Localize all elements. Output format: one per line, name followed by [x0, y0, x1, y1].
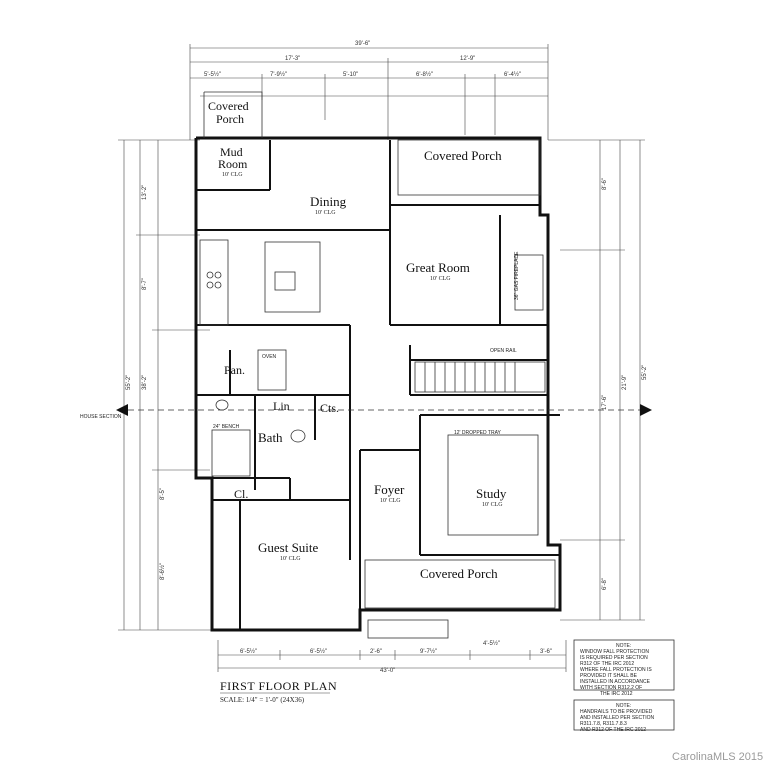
label-fireplace: 36" GAS FIREPLACE — [514, 251, 520, 300]
note1-line4: WHERE FALL PROTECTION IS — [580, 667, 652, 673]
dim-right-b: 17'-6" — [602, 395, 608, 410]
dim-top-left: 17'-3" — [285, 56, 300, 62]
room-great-room-ceiling: 10' CLG — [430, 276, 451, 282]
front-steps — [367, 619, 449, 639]
right-dimension-lines — [548, 139, 645, 621]
dim-left-a: 13'-2" — [142, 185, 148, 200]
study-tray-ceiling — [447, 434, 539, 536]
watermark: CarolinaMLS 2015 — [672, 751, 763, 763]
room-linen: Lin — [273, 399, 290, 413]
room-bath: Bath — [258, 430, 283, 445]
dim-bot2: 6'-5½" — [310, 648, 327, 655]
top-dimension-lines — [189, 44, 549, 140]
note1-title: NOTE: — [616, 643, 631, 649]
section-marker-right-icon — [640, 404, 652, 416]
note2-title: NOTE: — [616, 703, 631, 709]
note1-line6: INSTALLED IN ACCORDANCE — [580, 679, 651, 685]
dim-seg5: 6'-4½" — [504, 71, 521, 78]
note1-line1: WINDOW FALL PROTECTION — [580, 649, 649, 655]
note1-line5: PROVIDED IT SHALL BE — [580, 673, 638, 679]
plan-scale: SCALE: 1/4" = 1'-0" (24X36) — [220, 696, 305, 704]
dim-overall-top: 39'-6" — [355, 41, 370, 47]
dim-bot6: 4'-5½" — [483, 640, 500, 647]
dim-left-d: 8'-5" — [160, 488, 166, 500]
room-dining-ceiling: 10' CLG — [315, 210, 336, 216]
room-mud-1: Mud — [220, 145, 243, 159]
room-closet-top: Cts. — [320, 401, 339, 415]
label-open-rail: OPEN RAIL — [490, 348, 517, 354]
note-box-fall-protection: NOTE: WINDOW FALL PROTECTION IS REQUIRED… — [573, 639, 675, 691]
note1-line7: WITH SECTION R312.2 OF — [580, 685, 642, 691]
kitchen-fixtures — [199, 239, 321, 391]
dim-right-a: 8'-6" — [602, 178, 608, 190]
room-guest-suite-ceiling: 10' CLG — [280, 556, 301, 562]
dim-seg3: 5'-10" — [343, 72, 358, 78]
room-covered-porch-rear: Covered Porch — [424, 148, 502, 163]
rear-covered-porch-outline — [397, 139, 541, 196]
dim-bot1: 6'-5½" — [240, 648, 257, 655]
room-covered-porch-small-2: Porch — [216, 112, 244, 126]
plan-title: FIRST FLOOR PLAN — [220, 679, 337, 693]
dim-right-d: 6'-8" — [602, 578, 608, 590]
room-dining: Dining — [310, 194, 347, 209]
dim-seg4: 6'-8½" — [416, 71, 433, 78]
left-dimension-lines — [118, 139, 220, 631]
section-label: HOUSE SECTION — [80, 414, 122, 420]
room-mud-2: Room — [218, 157, 248, 171]
room-guest-suite: Guest Suite — [258, 540, 319, 555]
fireplace-box — [514, 254, 544, 311]
note-box-handrails: NOTE: HANDRAILS TO BE PROVIDED AND INSTA… — [573, 699, 675, 733]
dim-bot5: 3'-6" — [540, 649, 552, 655]
label-bench: 24" BENCH — [213, 424, 240, 430]
room-closet: Cl. — [234, 487, 248, 501]
note1-line8: THE IRC 2012 — [600, 691, 633, 697]
study-tray-label: 12' DROPPED TRAY — [454, 430, 502, 436]
note1-line2: IS REQUIRED PER SECTION — [580, 655, 648, 661]
interior-walls — [196, 140, 560, 630]
room-foyer: Foyer — [374, 482, 405, 497]
dim-seg2: 7'-9½" — [270, 71, 287, 78]
dim-bot3: 2'-6" — [370, 649, 382, 655]
dim-left-overall: 55'-2" — [126, 375, 132, 390]
room-great-room: Great Room — [406, 260, 470, 275]
room-mud-ceiling: 10' CLG — [222, 172, 243, 178]
room-covered-porch-small-1: Covered — [208, 99, 249, 113]
note2-line2: AND INSTALLED PER SECTION — [580, 715, 654, 721]
label-oven: OVEN — [262, 354, 277, 360]
dim-left-e: 8'-6½" — [159, 563, 166, 580]
note2-line1: HANDRAILS TO BE PROVIDED — [580, 709, 653, 715]
bottom-dimension-lines — [217, 640, 567, 672]
note2-line3: R311.7.8, R311.7.8.3 — [580, 721, 627, 727]
dim-top-right: 12'-9" — [460, 56, 475, 62]
note1-line3: R312 OF THE IRC 2012 — [580, 661, 634, 667]
section-marker-left-icon — [116, 404, 128, 416]
dim-bot4: 9'-7½" — [420, 648, 437, 655]
room-foyer-ceiling: 10' CLG — [380, 498, 401, 504]
dim-seg1: 5'-5½" — [204, 71, 221, 78]
room-study: Study — [476, 486, 507, 501]
dim-bottom-overall: 43'-0" — [380, 668, 395, 674]
dim-right-c: 21'-9" — [622, 375, 628, 390]
room-study-ceiling: 10' CLG — [482, 502, 503, 508]
room-pantry: Pan. — [224, 363, 245, 377]
note2-line4: AND R312 OF THE IRC 2012 — [580, 727, 646, 733]
room-covered-porch-front: Covered Porch — [420, 566, 498, 581]
front-covered-porch-outline — [364, 559, 556, 609]
dim-right-overall: 55'-2" — [642, 365, 648, 380]
dim-left-b: 8'-7" — [142, 278, 148, 290]
dim-left-c: 38'-2" — [142, 375, 148, 390]
staircase — [414, 361, 546, 393]
